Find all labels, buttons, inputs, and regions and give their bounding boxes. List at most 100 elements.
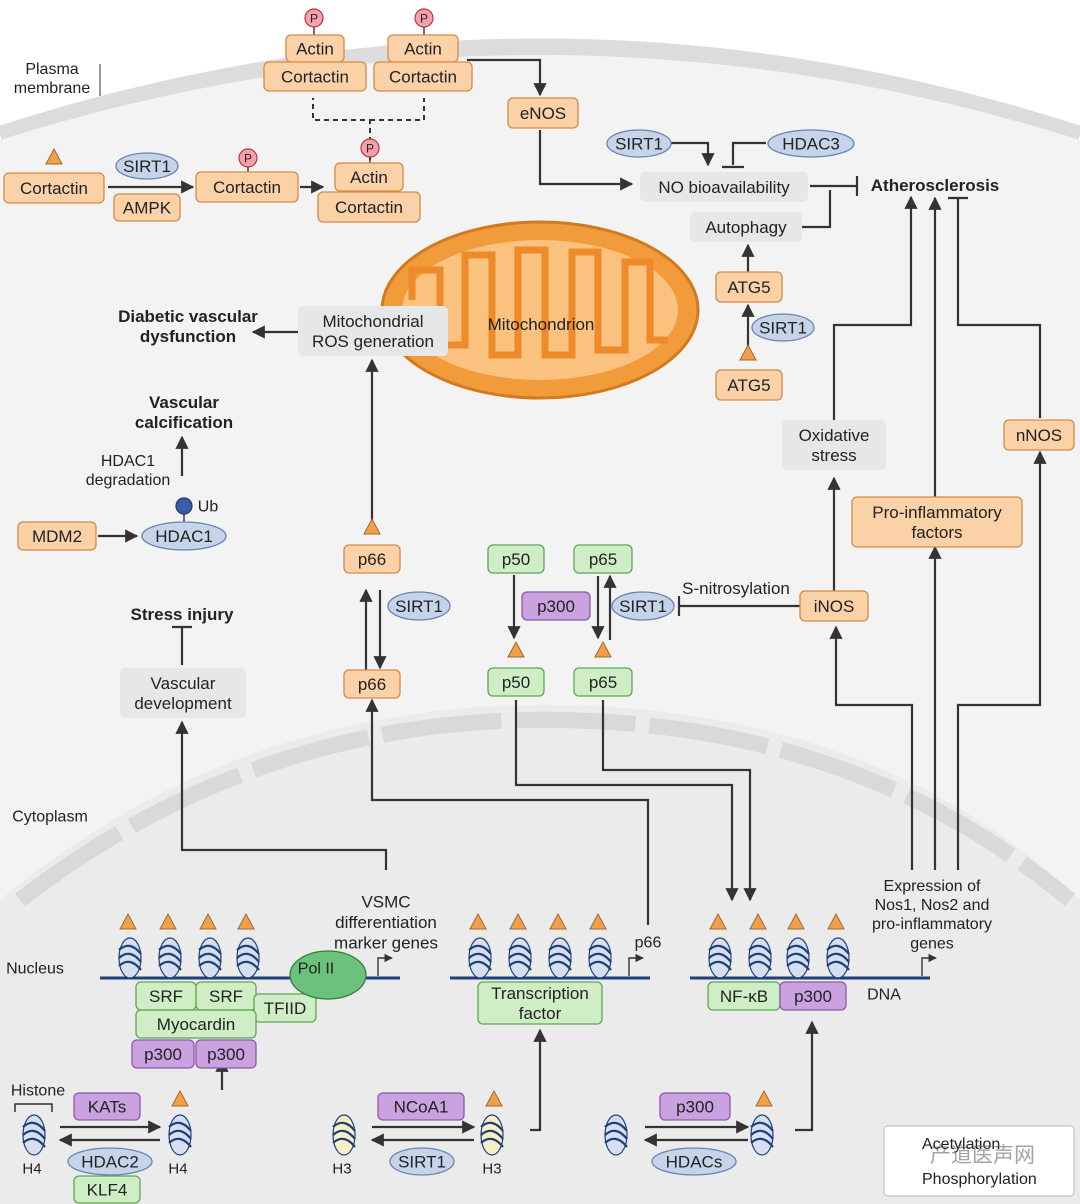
hdacs-ellipse-label: HDACs <box>666 1152 723 1171</box>
actin-box-3-label: Actin <box>350 168 388 187</box>
p65-box-top <box>573 544 633 574</box>
nucleus-region <box>0 704 1080 1204</box>
acetylation-mark <box>507 640 525 658</box>
sirt1-ellipse-h3-label: SIRT1 <box>398 1152 446 1171</box>
p50-box-top-label: p50 <box>502 550 530 569</box>
acetylation-mark <box>787 912 805 930</box>
tfiid-box-label: TFIID <box>264 999 307 1018</box>
nucleus-label: Nucleus <box>6 961 64 978</box>
connectors <box>14 58 1047 1147</box>
srf-box-1-label: SRF <box>149 987 183 1006</box>
nnos-box-label: nNOS <box>1016 426 1062 445</box>
acetylation-mark <box>469 912 487 930</box>
p66-box-top-label: p66 <box>358 550 386 569</box>
ncoa1-box <box>377 1092 465 1121</box>
p66-box-bottom-label: p66 <box>358 675 386 694</box>
sirt1-ellipse-no-label: SIRT1 <box>615 134 663 153</box>
mitochondrion <box>380 220 700 400</box>
acetylation-mark <box>749 912 767 930</box>
sirt1-ellipse-p65 <box>611 591 675 621</box>
dna-label: DNA <box>867 987 901 1004</box>
no-bioavailability-box <box>640 172 808 202</box>
nucleosome-icon <box>158 937 182 979</box>
nnos-box <box>1003 419 1075 451</box>
inos-box-label: iNOS <box>814 597 855 616</box>
mitochondrion-label: Mitochondrion <box>488 315 595 334</box>
nucleosome-icon <box>748 937 772 979</box>
histone-label: Histone <box>11 1083 65 1100</box>
cortactin-box-left <box>3 172 105 204</box>
p65-box-top-label: p65 <box>589 550 617 569</box>
sirt1-ellipse-no <box>606 129 672 158</box>
nucleosome-icon <box>22 1114 46 1156</box>
p66-box-top <box>343 544 401 574</box>
sirt1-ellipse-atg5-label: SIRT1 <box>759 318 807 337</box>
cortactin-box-2 <box>373 61 473 92</box>
hdac1-ellipse-label: HDAC1 <box>155 527 213 546</box>
sirt1-ellipse-top-label: SIRT1 <box>123 157 171 176</box>
acetylation-mark <box>549 912 567 930</box>
oxidative-stress-box <box>782 420 886 470</box>
acetylation-mark <box>171 1089 189 1107</box>
nucleosome-icon <box>480 1114 504 1156</box>
sirt1-ellipse-top <box>115 152 179 180</box>
acetylation-mark <box>199 912 217 930</box>
acetylation-mark <box>509 912 527 930</box>
actin-box-1-label: Actin <box>296 39 334 58</box>
srf-box-2-label: SRF <box>209 987 243 1006</box>
cortactin-box-mid <box>195 171 299 203</box>
hdac2-ellipse <box>67 1147 153 1176</box>
cortactin-box-1-label: Cortactin <box>281 67 349 86</box>
p300-box-a <box>131 1039 195 1069</box>
p300-box-bottom-label: p300 <box>676 1097 714 1116</box>
p300-box-bottom <box>659 1092 731 1121</box>
p65-box-bottom-label: p65 <box>589 673 617 692</box>
cortactin-box-mid-label: Cortactin <box>213 178 281 197</box>
p50-box-bottom-label: p50 <box>502 673 530 692</box>
s-nitrosylation-label: S-nitrosylation <box>682 579 790 598</box>
ampk-box <box>113 193 181 222</box>
labels: ActinCortactinActinCortactineNOSCortacti… <box>6 39 1075 1199</box>
nucleosome-icon <box>468 937 492 979</box>
p65-box-bottom <box>573 667 633 697</box>
legend-box <box>883 1125 1075 1197</box>
myocardin-box-label: Myocardin <box>157 1015 235 1034</box>
phospho-letter: P <box>310 12 318 26</box>
acetylation-mark <box>589 912 607 930</box>
hdac3-ellipse <box>767 129 855 158</box>
inos-box <box>799 590 869 622</box>
acetylation-mark <box>237 912 255 930</box>
cytoplasm-label: Cytoplasm <box>12 809 88 826</box>
acetylation-mark <box>594 640 612 658</box>
hdac2-ellipse-label: HDAC2 <box>81 1152 139 1171</box>
plasma-membrane <box>0 38 1080 144</box>
nucleosome-icon <box>198 937 222 979</box>
actin-box-3 <box>334 162 404 192</box>
atg5-box-top <box>715 271 783 303</box>
nucleosome-icon <box>604 1114 628 1156</box>
acetylation-mark <box>709 912 727 930</box>
acetylation-mark <box>159 912 177 930</box>
atg5-box-bottom <box>715 369 783 401</box>
nucleosome-icon <box>508 937 532 979</box>
p300-box-b <box>195 1039 257 1069</box>
phosphorylation-mark: P <box>414 8 434 35</box>
p300-box-nfkb-label: p300 <box>794 987 832 1006</box>
autophagy-box <box>690 212 802 242</box>
acetylation-mark <box>827 912 845 930</box>
acetylation-mark <box>119 912 137 930</box>
transcription-factor-box <box>477 981 603 1025</box>
phospho-letter: P <box>366 142 374 156</box>
cortactin-box-left-label: Cortactin <box>20 179 88 198</box>
sirt1-ellipse-p66 <box>387 591 451 621</box>
cortactin-box-3 <box>317 191 421 223</box>
nucleosome-icon <box>168 1114 192 1156</box>
acetylation-mark <box>755 1089 773 1107</box>
